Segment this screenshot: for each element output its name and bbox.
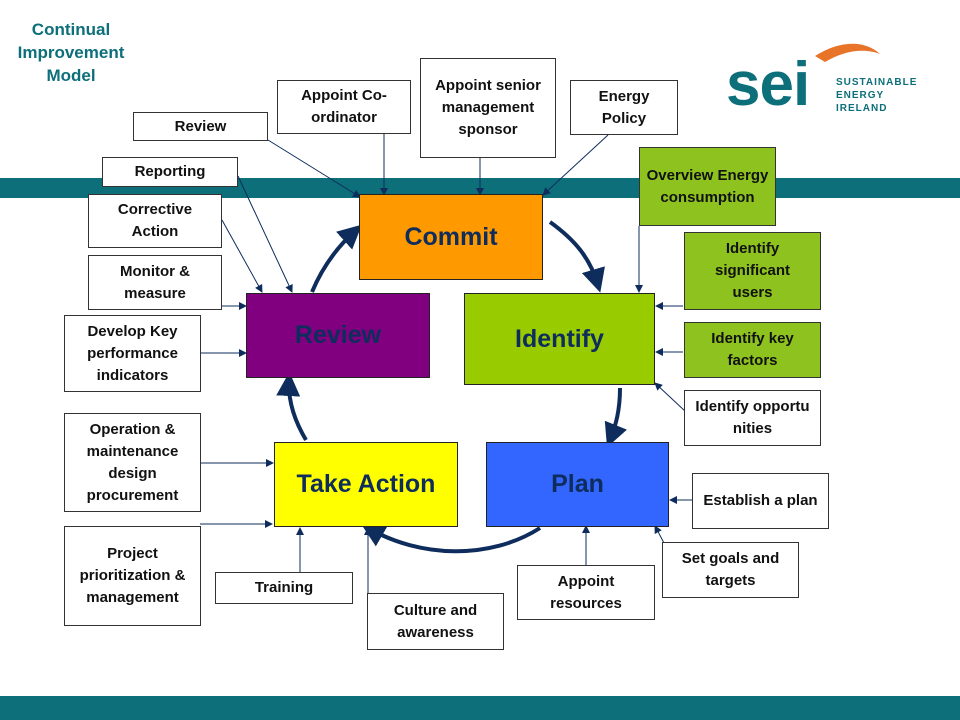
logo-line-1: SUSTAINABLE (836, 77, 918, 88)
box-appoint-coordinator: Appoint Co-ordinator (277, 80, 411, 134)
connector-review-input (267, 139, 361, 198)
logo-subtitle: SUSTAINABLE ENERGY IRELAND (836, 76, 917, 115)
stage-plan: Plan (486, 442, 669, 527)
box-appoint-resources: Appoint resources (517, 565, 655, 620)
box-appoint-sponsor: Appoint senior management sponsor (420, 58, 556, 158)
title-line-3: Model (46, 66, 96, 85)
connector-set-goals (654, 525, 665, 544)
stage-review: Review (246, 293, 430, 378)
logo-line-3: IRELAND (836, 103, 888, 114)
sei-logo: sei SUSTAINABLE ENERGY IRELAND (720, 40, 950, 130)
box-establish-plan: Establish a plan (692, 473, 829, 529)
cycle-arrows (276, 220, 628, 554)
box-set-goals: Set goals and targets (662, 542, 799, 598)
stage-take-action: Take Action (274, 442, 458, 527)
logo-wordmark: sei (726, 50, 810, 119)
box-identify-factors: Identify key factors (684, 322, 821, 378)
page-title: Continual Improvement Model (2, 18, 140, 87)
logo-line-2: ENERGY (836, 90, 885, 101)
box-develop-kpi: Develop Key performance indicators (64, 315, 201, 392)
arrow-commit-to-identify (548, 220, 605, 293)
arrow-review-to-commit (310, 224, 362, 293)
logo-swoosh-icon (815, 43, 880, 62)
box-identify-users: Identify significant users (684, 232, 821, 310)
box-reporting: Reporting (102, 157, 238, 187)
box-review-input: Review (133, 112, 268, 141)
stage-commit: Commit (359, 194, 543, 280)
box-identify-opportunities: Identify opportunities (684, 390, 821, 446)
bottom-band (0, 696, 960, 720)
box-operation-maintenance: Operation & maintenance design procureme… (64, 413, 201, 512)
title-line-1: Continual (31, 20, 111, 39)
title-line-2: Improvement (17, 43, 125, 62)
box-project-prioritization: Project prioritization & management (64, 526, 201, 626)
box-overview-energy: Overview Energy consumption (639, 147, 776, 226)
connector-identify-opportunities (654, 382, 687, 413)
stage-identify: Identify (464, 293, 655, 385)
connector-reporting (237, 175, 293, 293)
box-culture: Culture and awareness (367, 593, 504, 650)
box-training: Training (215, 572, 353, 604)
box-monitor-measure: Monitor & measure (88, 255, 222, 310)
arrow-take-action-to-review (276, 372, 308, 442)
connector-energy-policy (542, 134, 609, 196)
connector-corrective-action (221, 219, 263, 293)
box-energy-policy: Energy Policy (570, 80, 678, 135)
arrow-plan-to-take-action (361, 524, 542, 554)
box-corrective-action: Corrective Action (88, 194, 222, 248)
arrow-identify-to-plan (604, 387, 628, 448)
